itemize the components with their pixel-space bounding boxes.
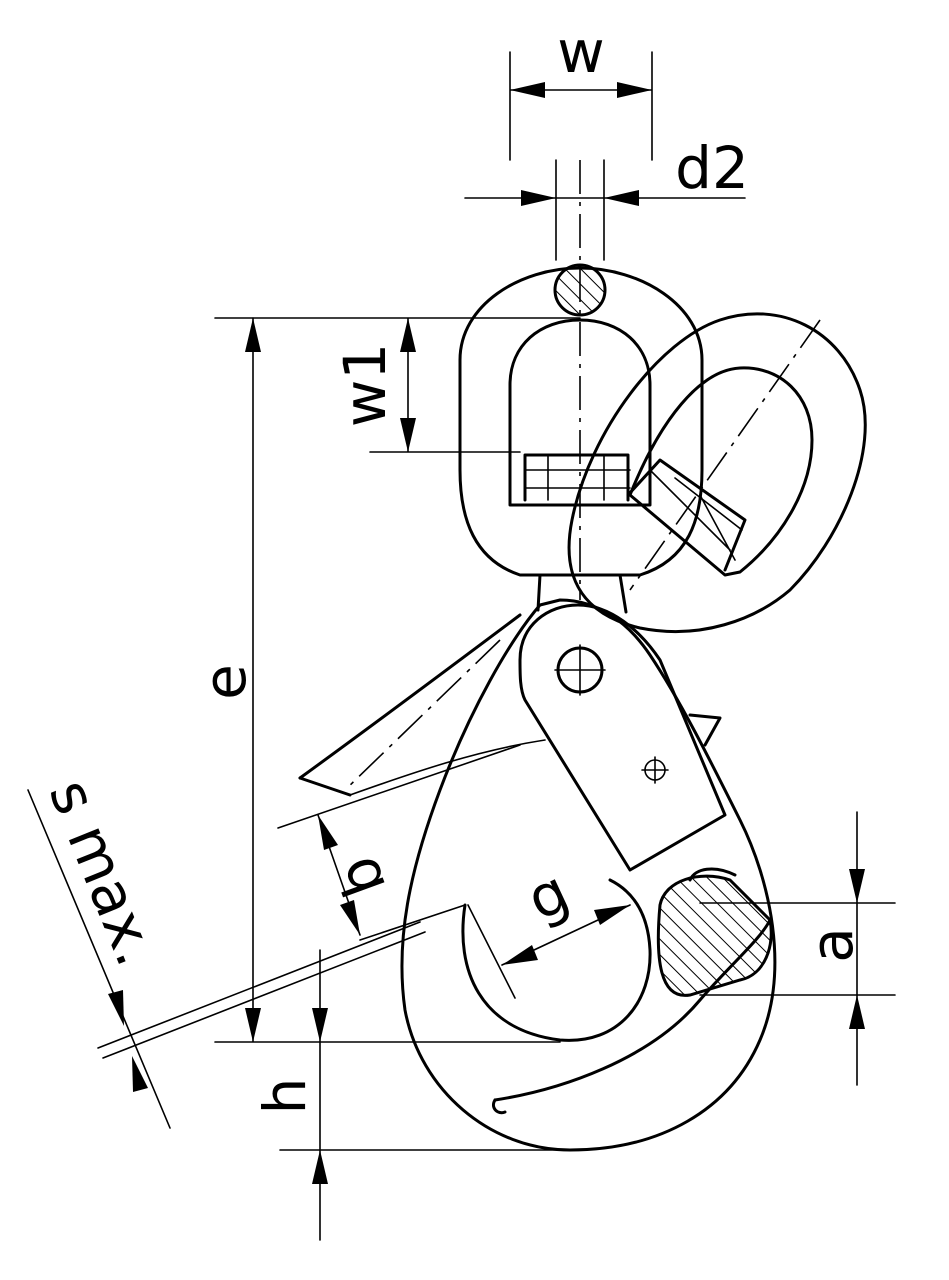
dim-g: g bbox=[467, 857, 631, 999]
locking-lever bbox=[518, 603, 727, 872]
swivel-eye bbox=[458, 263, 704, 614]
dim-label-d2: d2 bbox=[675, 134, 749, 202]
hook-body bbox=[298, 598, 777, 1152]
dim-label-e: e bbox=[191, 664, 259, 700]
dim-w1: w1 bbox=[214, 317, 581, 453]
dim-label-a: a bbox=[798, 927, 866, 963]
dim-label-w1: w1 bbox=[331, 343, 399, 427]
hook-tip-section bbox=[656, 874, 773, 997]
dim-a: a bbox=[699, 811, 896, 1086]
swivel-eye-rotated bbox=[567, 312, 867, 633]
safety-latch bbox=[298, 613, 722, 797]
dim-b: b bbox=[277, 744, 521, 941]
dim-label-g: g bbox=[517, 857, 579, 934]
dim-s-max: s max. bbox=[27, 770, 426, 1129]
dim-label-h: h bbox=[251, 1078, 319, 1115]
dim-w: w bbox=[509, 18, 653, 161]
dim-label-b: b bbox=[323, 848, 399, 906]
hex-nut-rotated bbox=[626, 458, 747, 572]
dim-h: h bbox=[251, 949, 571, 1241]
dim-label-w: w bbox=[557, 18, 604, 86]
dim-e: e bbox=[191, 317, 561, 1043]
dim-d2: d2 bbox=[464, 134, 749, 261]
dim-label-s-max: s max. bbox=[36, 770, 172, 975]
